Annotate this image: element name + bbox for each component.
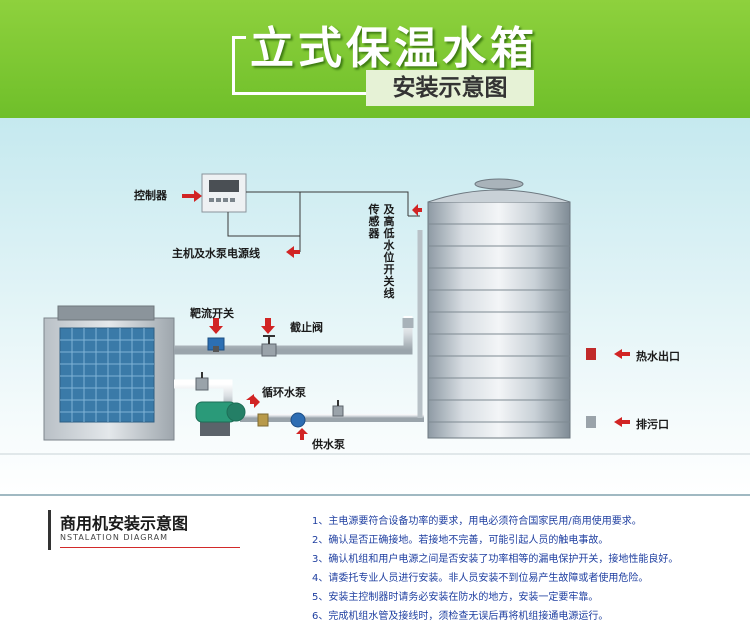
notes-accent-bar (48, 510, 51, 550)
heat-pump-unit (44, 306, 174, 440)
power-line-label: 主机及水泵电源线 (172, 245, 260, 261)
sensor-label: 传感器 (367, 204, 381, 240)
flow-switch-label: 靶流开关 (190, 305, 234, 321)
level-switch-line-label: 及高低水位开关线 (382, 204, 396, 300)
circulation-pump-label: 循环水泵 (262, 384, 306, 400)
valve-small-2 (333, 400, 343, 416)
controller-box (202, 174, 246, 212)
page-title: 立式保温水箱 (250, 12, 550, 72)
page-subtitle: 安装示意图 (366, 70, 534, 106)
flow-switch (208, 338, 224, 352)
note-item: 5、安装主控制器时请务必安装在防水的地方，安装一定要牢靠。 (312, 588, 678, 607)
notes-title: 商用机安装示意图 (60, 510, 188, 534)
circulation-pump-drawing (196, 402, 245, 436)
water-tank (428, 179, 570, 438)
installation-diagram: 控制器 主机及水泵电源线 靶流开关 截止阀 循环水泵 供水泵 传感器 及高低水位… (0, 118, 750, 496)
note-item: 2、确认是否正确接地。若接地不完善，可能引起人员的触电事故。 (312, 531, 678, 550)
note-item: 6、完成机组水管及接线时，须检查无误后再将机组接通电源运行。 (312, 607, 678, 626)
note-item: 1、主电源要符合设备功率的要求，用电必须符合国家民用/商用使用要求。 (312, 512, 678, 531)
notes-subtitle: NSTALATION DIAGRAM (60, 533, 168, 542)
header-banner: 立式保温水箱 安装示意图 (0, 0, 750, 118)
supply-pump-label: 供水泵 (312, 436, 345, 452)
note-item: 4、请委托专业人员进行安装。非人员安装不到位易产生故障或者使用危险。 (312, 569, 678, 588)
valve-small (196, 372, 208, 390)
notes-underline (60, 547, 240, 548)
diagram-drawing (0, 118, 750, 496)
title-bracket-top (232, 36, 246, 39)
stop-valve-label: 截止阀 (290, 319, 323, 335)
controller-label: 控制器 (134, 187, 167, 203)
stop-valve (262, 336, 276, 356)
notes-list: 1、主电源要符合设备功率的要求，用电必须符合国家民用/商用使用要求。 2、确认是… (312, 512, 678, 626)
divider-stripe (0, 494, 750, 496)
note-item: 3、确认机组和用户电源之间是否安装了功率相等的漏电保护开关，接地性能良好。 (312, 550, 678, 569)
drain-outlet-label: 排污口 (636, 416, 669, 432)
hot-water-outlet-label: 热水出口 (636, 348, 680, 364)
